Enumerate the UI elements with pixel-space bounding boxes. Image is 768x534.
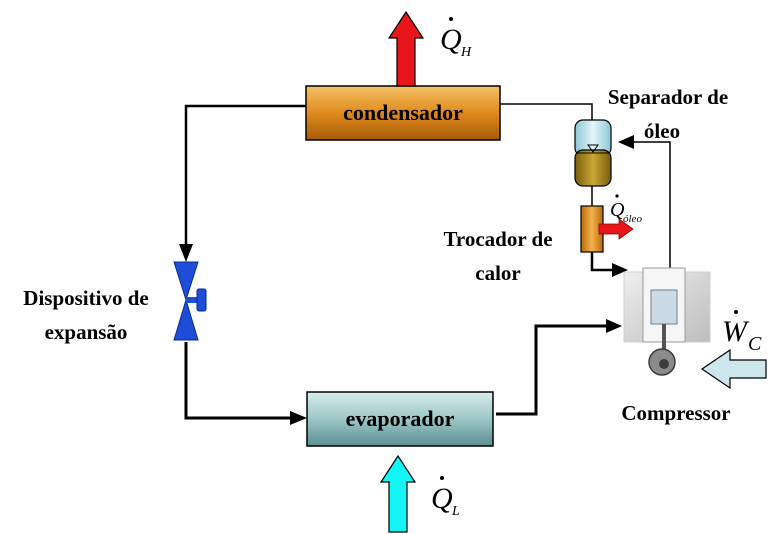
pipe-evaporator-to-compressor [496, 324, 612, 416]
oil-heat-out-arrow [598, 218, 634, 240]
condenser: condensador [305, 85, 501, 141]
expansion-valve [173, 261, 207, 341]
heat-rejection: Q H [387, 10, 472, 87]
valve-upper-triangle [173, 261, 199, 302]
svg-text:óleo: óleo [623, 213, 642, 225]
pipe-valve-to-evaporator [184, 342, 300, 420]
pipe-condenser-to-separator [500, 103, 593, 121]
q-low-dot [440, 476, 444, 480]
work-input-arrow [700, 348, 767, 390]
work-input: W C [700, 310, 767, 390]
q-high-symbol: Q H [440, 17, 472, 60]
heat-in-arrow [379, 454, 417, 533]
oil-separator [574, 119, 612, 187]
svg-text:C: C [748, 333, 762, 355]
svg-text:óleo: óleo [644, 119, 680, 143]
arrowhead-into-evaporator [290, 411, 307, 425]
svg-text:Separador de: Separador de [608, 85, 728, 109]
q-oil-symbol: Q óleo [610, 194, 642, 225]
condenser-label: condensador [343, 100, 463, 125]
condenser-box [305, 85, 501, 141]
pipe-heat-exchanger-to-compressor [590, 250, 620, 272]
svg-text:W: W [722, 315, 750, 348]
pipe-condenser-to-valve [184, 104, 306, 258]
valve-lower-triangle [173, 298, 199, 341]
q-low-symbol: Q L [431, 476, 460, 519]
arrowhead-hx-to-compressor [612, 263, 628, 277]
heat-exchanger-label: Trocador de calor [443, 227, 552, 285]
heat-absorption: Q L [379, 454, 460, 533]
w-comp-symbol: W C [722, 310, 762, 355]
pipe-network [184, 103, 671, 420]
compressor-crank-hub [659, 359, 669, 369]
evaporator-box [306, 391, 494, 447]
svg-text:H: H [460, 45, 472, 60]
svg-text:L: L [451, 504, 460, 519]
evaporator-label: evaporador [346, 406, 455, 431]
svg-text:Q: Q [431, 482, 453, 515]
heat-out-arrow [387, 10, 425, 87]
svg-text:Trocador de: Trocador de [443, 227, 552, 251]
pipe-compressor-to-separator [624, 141, 671, 272]
svg-text:Q: Q [440, 23, 462, 56]
svg-text:expansão: expansão [45, 320, 128, 344]
svg-text:Q: Q [610, 199, 625, 221]
compressor-label: Compressor [621, 401, 730, 425]
oil-separator-label: Separador de óleo [608, 85, 728, 143]
compressor-piston [650, 289, 678, 325]
separator-vessel-bottom [574, 149, 612, 187]
compressor [623, 267, 711, 376]
evaporator: evaporador [306, 391, 494, 447]
heat-exchanger: Q óleo [580, 194, 642, 253]
flow-arrowheads [179, 135, 634, 425]
q-oil-dot [615, 194, 619, 198]
arrowhead-into-separator [618, 135, 634, 149]
svg-text:calor: calor [475, 261, 520, 285]
svg-text:Dispositivo de: Dispositivo de [23, 286, 148, 310]
arrowhead-down-left [179, 244, 193, 262]
valve-handle [196, 288, 207, 312]
separator-level-icon [587, 144, 599, 153]
expansion-device-label: Dispositivo de expansão [23, 286, 148, 344]
q-high-dot [449, 17, 453, 21]
arrowhead-into-compressor [606, 319, 622, 333]
valve-stem [186, 297, 198, 303]
w-comp-dot [734, 310, 738, 314]
